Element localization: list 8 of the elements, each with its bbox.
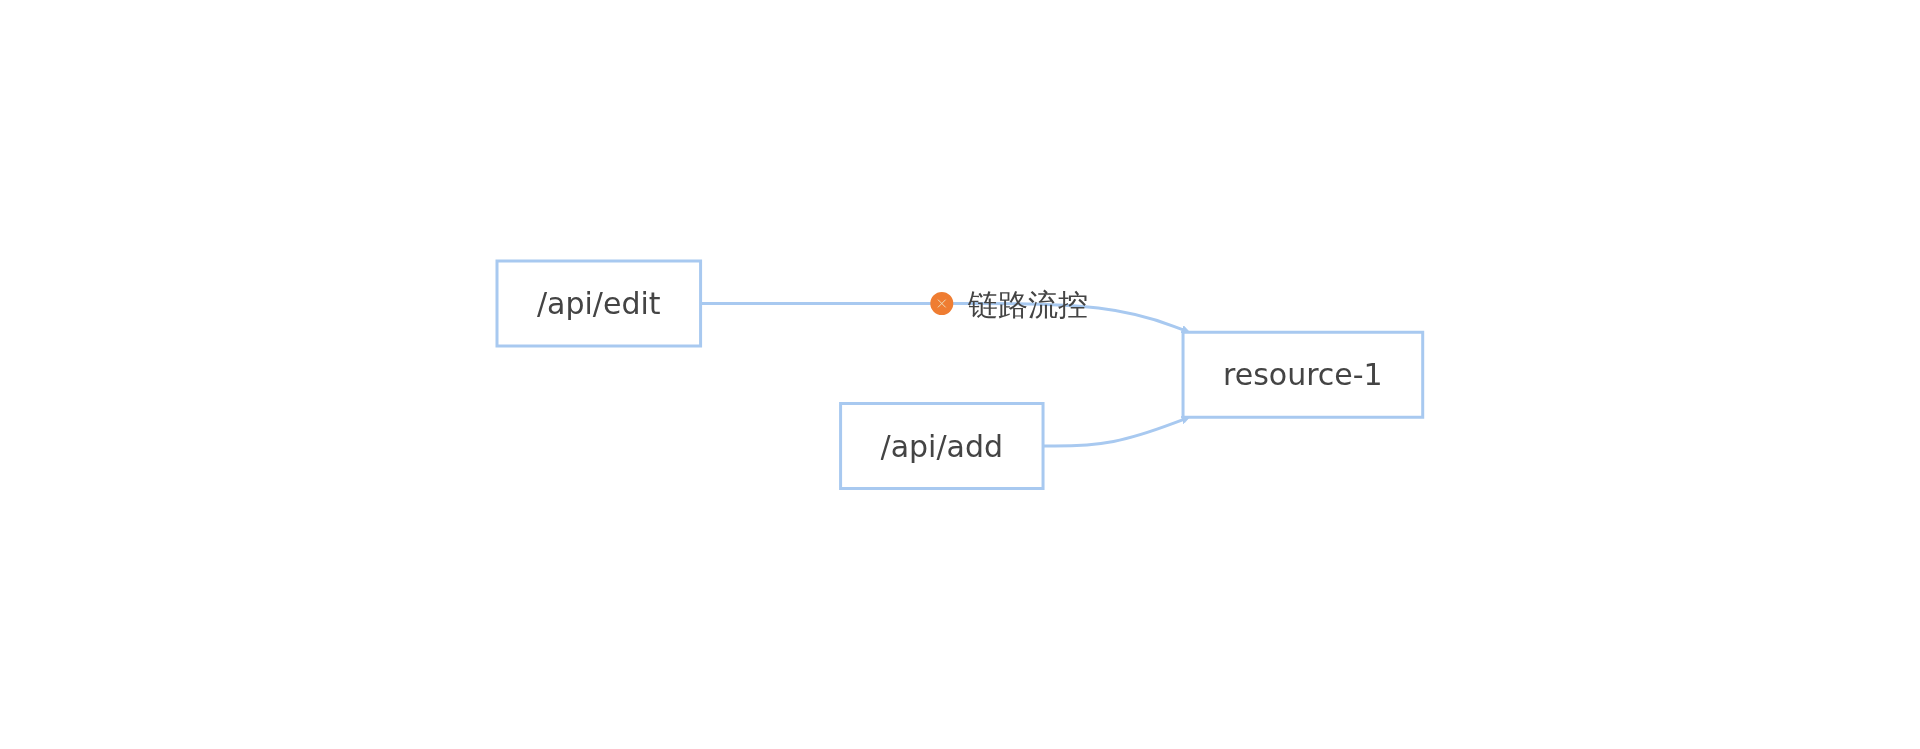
process-box: resource-1 bbox=[1181, 330, 1425, 419]
process-box: /api/add bbox=[839, 401, 1045, 490]
process-box: /api/edit bbox=[495, 259, 703, 348]
node-caption: 链路流控 bbox=[967, 286, 1088, 322]
arrow bbox=[1043, 415, 1191, 448]
close-icon bbox=[930, 291, 954, 315]
connector-line bbox=[700, 301, 932, 305]
arrow bbox=[951, 301, 1191, 334]
